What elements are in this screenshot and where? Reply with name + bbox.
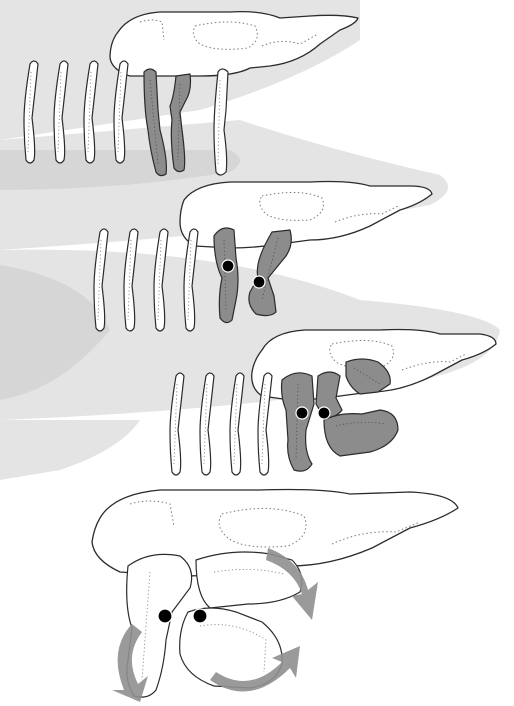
stage-4-pivot-points [158,609,207,623]
pivot-point [222,260,234,272]
stage-1-skull [110,12,358,76]
pivot-point [318,407,330,419]
stage-4 [92,490,458,703]
pivot-point [158,609,172,623]
pivot-point [193,609,207,623]
pivot-point [253,276,265,288]
pivot-point [296,407,308,419]
